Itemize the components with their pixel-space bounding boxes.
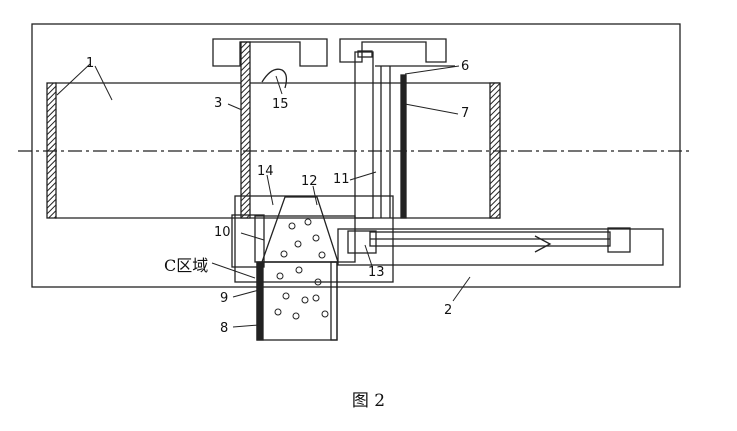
particle (280, 250, 288, 258)
particle (304, 218, 312, 226)
leader-c-region (211, 262, 256, 279)
particle (292, 312, 300, 320)
container-right-wall (330, 261, 338, 341)
leader-6 (404, 65, 460, 75)
leader-15 (275, 75, 283, 95)
leader-8 (232, 324, 260, 328)
cylinder-head (607, 227, 631, 253)
particle (312, 234, 320, 242)
callout-9: 9 (220, 291, 228, 306)
callout-8: 8 (220, 321, 228, 336)
leader-12 (312, 185, 318, 206)
hopper (261, 196, 339, 263)
side-box (231, 214, 265, 268)
particle (321, 310, 329, 318)
leader-14 (266, 174, 274, 206)
particle (282, 292, 290, 300)
leader-10 (240, 232, 265, 241)
callout-12: 12 (301, 174, 318, 189)
leader-13 (364, 244, 373, 267)
leader-1a (56, 63, 91, 96)
base-frame (31, 23, 681, 288)
leader-2 (452, 276, 471, 302)
top-right-block (339, 38, 447, 63)
callout-14: 14 (257, 164, 274, 179)
particle (274, 308, 282, 316)
piston-block (347, 230, 377, 254)
callout-1: 1 (86, 56, 94, 71)
callout-3: 3 (214, 96, 222, 111)
particle (312, 294, 320, 302)
component-15-arc (261, 68, 288, 89)
callout-13: 13 (368, 265, 385, 280)
cylinder-cone (534, 235, 552, 253)
leader-1b (94, 65, 113, 101)
component-6-cap (357, 50, 373, 58)
c-region-label: C区域 (164, 256, 208, 275)
rod-component-11 (354, 51, 374, 219)
leader-3 (227, 103, 243, 111)
callout-2: 2 (444, 303, 452, 318)
top-left-block (212, 38, 328, 67)
particle (294, 240, 302, 248)
cylinder-body (337, 228, 664, 266)
leader-9 (232, 289, 260, 298)
callout-11: 11 (333, 172, 350, 187)
particle (276, 272, 284, 280)
upper-wall-plate (240, 41, 251, 219)
callout-7: 7 (461, 106, 469, 121)
leader-11 (349, 171, 377, 181)
callout-15: 15 (272, 97, 289, 112)
particle (314, 278, 322, 286)
figure-caption: 图 2 (351, 391, 386, 411)
container-left-wall (256, 261, 264, 341)
particle (318, 251, 326, 259)
callout-6: 6 (461, 59, 469, 74)
leader-7 (404, 103, 459, 115)
container-8 (256, 261, 338, 341)
particle (295, 266, 303, 274)
particle (301, 296, 309, 304)
callout-10: 10 (214, 225, 231, 240)
particle (288, 222, 296, 230)
plate-component-7 (400, 74, 407, 219)
